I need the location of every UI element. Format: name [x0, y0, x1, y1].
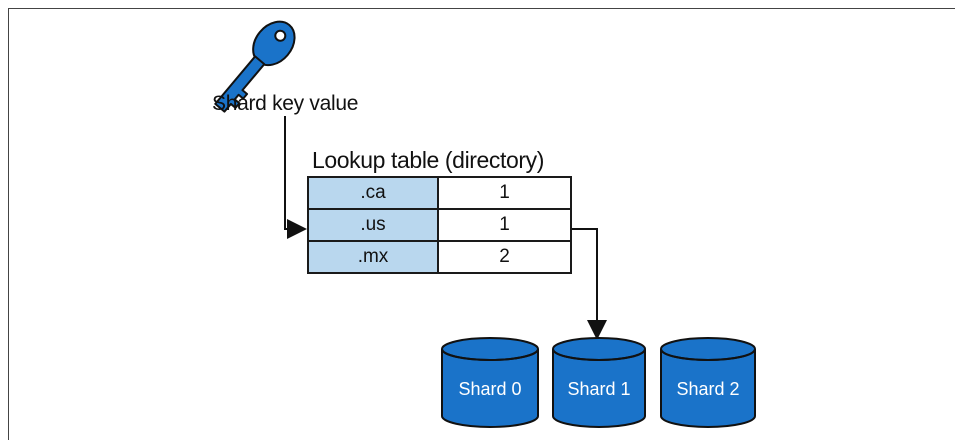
lookup-row-ca: .ca 1 — [307, 176, 572, 210]
lookup-value-cell: 1 — [437, 208, 572, 242]
lookup-table-title: Lookup table (directory) — [312, 147, 545, 173]
lookup-row-mx: .mx 2 — [307, 240, 572, 274]
lookup-key-cell: .ca — [307, 176, 439, 210]
lookup-table: .ca 1 .us 1 .mx 2 — [307, 176, 572, 274]
shard-2-label: Shard 2 — [676, 379, 739, 399]
diagram-frame — [8, 8, 955, 440]
shard-0-label: Shard 0 — [458, 379, 521, 399]
key-icon — [214, 20, 296, 113]
shard-0: Shard 0 — [441, 337, 539, 428]
shard-1-label: Shard 1 — [567, 379, 630, 399]
shard-key-label: Shard key value — [212, 92, 359, 115]
key-to-table-connector — [284, 116, 307, 239]
lookup-value-cell: 2 — [437, 240, 572, 274]
lookup-key-cell: .mx — [307, 240, 439, 274]
lookup-value-cell: 1 — [437, 176, 572, 210]
lookup-row-us: .us 1 — [307, 208, 572, 242]
shard-2: Shard 2 — [660, 337, 756, 428]
shard-1: Shard 1 — [552, 337, 646, 428]
table-to-shard-connector — [572, 228, 607, 340]
lookup-key-cell: .us — [307, 208, 439, 242]
